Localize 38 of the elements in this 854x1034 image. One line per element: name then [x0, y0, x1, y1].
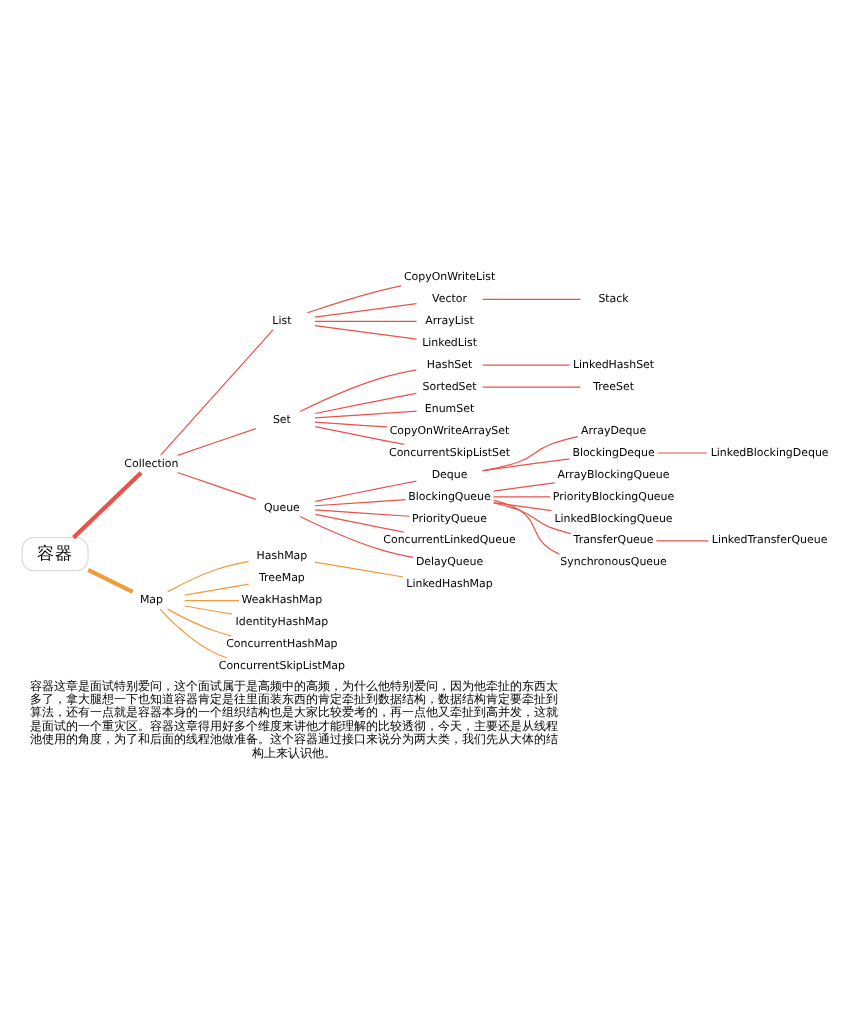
connector — [177, 428, 257, 456]
connector — [184, 583, 250, 596]
connector — [166, 608, 233, 637]
connector — [314, 499, 407, 507]
connector — [314, 509, 411, 517]
connector — [482, 386, 582, 388]
connector — [306, 285, 402, 314]
connector — [314, 513, 405, 533]
connector — [314, 421, 388, 428]
connector — [482, 364, 571, 366]
connector — [166, 560, 250, 593]
connector — [177, 471, 257, 500]
connector — [493, 482, 556, 492]
connector — [482, 458, 571, 472]
connector — [87, 567, 134, 594]
connector — [314, 320, 418, 322]
connector — [493, 499, 560, 555]
connector — [299, 515, 414, 558]
connector — [314, 480, 418, 502]
connector — [184, 605, 233, 615]
connector — [299, 369, 418, 413]
connector — [314, 561, 404, 578]
connector — [184, 599, 240, 602]
connector — [493, 502, 572, 535]
node-box: 容器 — [21, 537, 89, 572]
connector — [493, 502, 552, 512]
connector — [481, 435, 579, 472]
connector — [72, 471, 143, 540]
connector — [159, 608, 228, 659]
connector — [314, 392, 418, 415]
connector — [160, 329, 274, 456]
connector — [314, 302, 418, 318]
connector — [482, 298, 582, 300]
connector — [493, 496, 551, 498]
connector — [314, 426, 405, 446]
connector — [314, 324, 418, 340]
connector — [655, 540, 709, 542]
connector — [314, 410, 418, 419]
